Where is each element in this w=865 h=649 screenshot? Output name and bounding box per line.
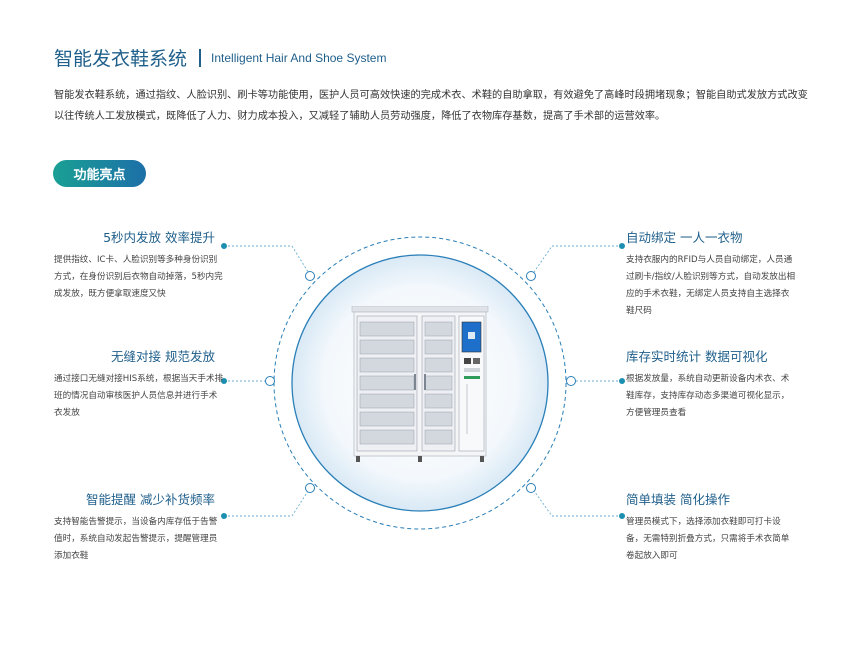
feature-title-right-3: 简单填装 简化操作 <box>626 492 730 507</box>
page-title: 智能发衣鞋系统 <box>54 48 188 70</box>
dot-right-1 <box>619 243 625 249</box>
feature-highlights-badge: 功能亮点 <box>53 160 146 187</box>
locker-cabinet-icon <box>351 306 489 462</box>
connector-right-1 <box>531 245 622 276</box>
feature-title-left-3: 智能提醒 减少补货频率 <box>86 492 215 507</box>
dot-right-2 <box>619 378 625 384</box>
feature-title-right-1: 自动绑定 一人一衣物 <box>626 230 743 245</box>
connector-left-3 <box>224 487 311 517</box>
feature-desc-right-2: 根据发放量，系统自动更新设备内术衣、术鞋库存，支持库存动态多渠道可视化显示，方便… <box>626 374 790 418</box>
connector-right-3 <box>531 487 622 517</box>
feature-desc-right-1: 支持衣服内的RFID与人员自动绑定，人员通过刷卡/指纹/人脸识别等方式，自动发放… <box>626 255 796 316</box>
dot-right-3 <box>619 513 625 519</box>
dot-left-1 <box>221 243 227 249</box>
feature-desc-left-1: 提供指纹、IC卡、人脸识别等多种身份识别方式，在身份识别后衣物自动掉落，5秒内完… <box>54 255 223 299</box>
feature-desc-right-3: 管理员模式下，选择添加衣鞋即可打卡设备，无需特别折叠方式，只需将手术衣简单卷起放… <box>626 517 790 561</box>
dot-left-3 <box>221 513 227 519</box>
feature-desc-left-2: 通过接口无缝对接HIS系统，根据当天手术排班的情况自动审核医护人员信息并进行手术… <box>54 374 224 418</box>
page-header: 智能发衣鞋系统 Intelligent Hair And Shoe System <box>54 44 386 71</box>
page-subtitle: Intelligent Hair And Shoe System <box>211 50 387 65</box>
dot-left-2 <box>221 378 227 384</box>
feature-title-left-1: 5秒内发放 效率提升 <box>103 230 215 245</box>
feature-title-right-2: 库存实时统计 数据可视化 <box>626 349 768 364</box>
title-divider <box>199 48 202 67</box>
feature-desc-left-3: 支持智能告警提示，当设备内库存低于告警值时，系统自动发起告警提示，提醒管理员添加… <box>54 517 218 561</box>
feature-title-left-2: 无缝对接 规范发放 <box>111 349 215 364</box>
connector-left-1 <box>224 245 311 276</box>
intro-paragraph: 智能发衣鞋系统，通过指纹、人脸识别、刷卡等功能使用，医护人员可高效快速的完成术衣… <box>54 90 808 122</box>
